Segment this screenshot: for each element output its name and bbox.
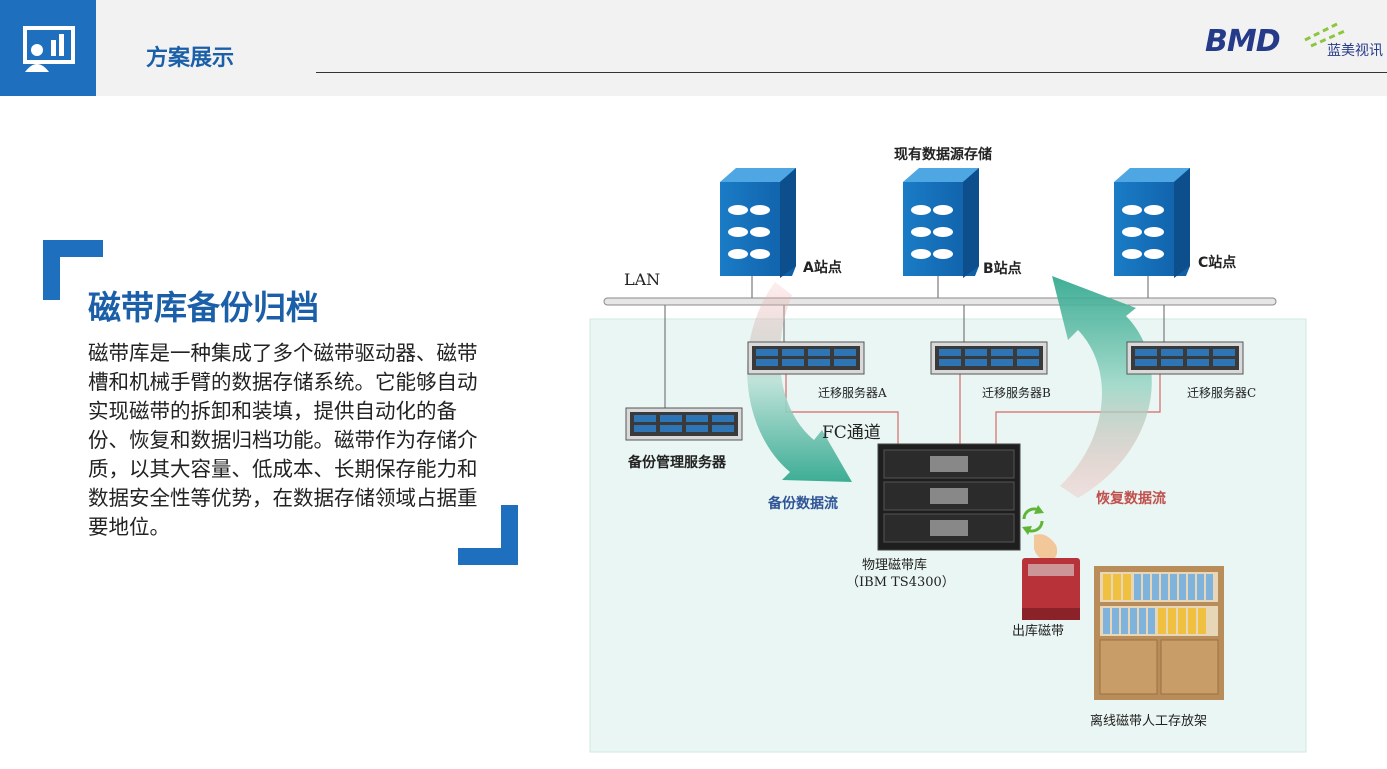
source-storage-title: 现有数据源存储 (894, 147, 992, 163)
backup-management-server (625, 407, 743, 441)
tape-library-name: 物理磁带库 (862, 558, 928, 573)
storage-tower-b (903, 168, 979, 278)
storage-tower-a (720, 168, 796, 278)
fc-channel-label: FC通道 (822, 423, 881, 443)
tape-library (877, 443, 1021, 551)
diagram-canvas (589, 168, 1307, 753)
tape-exchange-icon (1022, 505, 1058, 561)
restore-flow-label: 恢复数据流 (1096, 491, 1166, 507)
logo-mark: BMD (1205, 24, 1281, 59)
bracket-bottom-right (458, 505, 518, 565)
section-body: 磁带库是一种集成了多个磁带驱动器、磁带槽和机械手臂的数据存储系统。它能够自动实现… (88, 341, 478, 539)
tape-backup-diagram: 现有数据源存储 LAN A站点 B站点 C站点 迁移服务器A 迁移服务器B 迁移… (560, 130, 1320, 760)
page-title: 方案展示 (146, 46, 235, 71)
migration-server-b (930, 341, 1048, 375)
migration-server-a-label: 迁移服务器A (818, 386, 887, 400)
logo-subtitle: 蓝美视讯 (1327, 43, 1383, 59)
migration-server-b-label: 迁移服务器B (982, 386, 1051, 400)
brand-logo: BMD 蓝美视讯 (1205, 18, 1387, 66)
outbound-tape-cartridge (1022, 558, 1080, 620)
backup-flow-label: 备份数据流 (768, 496, 838, 512)
header-divider (316, 72, 1387, 73)
outbound-tape-label: 出库磁带 (1012, 624, 1065, 639)
migration-server-c-label: 迁移服务器C (1187, 386, 1257, 400)
site-a-label: A站点 (803, 260, 842, 276)
backup-flow-arrow (747, 282, 852, 482)
migration-server-a (747, 341, 865, 375)
lan-bus (603, 297, 1277, 306)
presentation-icon (0, 0, 96, 96)
header-band (0, 0, 1387, 96)
lan-label: LAN (624, 270, 661, 289)
storage-tower-c (1114, 168, 1190, 278)
tape-library-model: （IBM TS4300） (846, 575, 955, 590)
site-b-label: B站点 (983, 261, 1022, 277)
offline-shelf-label: 离线磁带人工存放架 (1090, 714, 1208, 729)
site-c-label: C站点 (1198, 255, 1237, 271)
migration-server-c (1126, 341, 1244, 375)
tower-lan-links (751, 276, 1149, 298)
offline-tape-shelf (1094, 566, 1224, 700)
restore-flow-arrow (1052, 276, 1152, 498)
bracket-top-left (43, 240, 103, 300)
fc-channel-links (785, 374, 1161, 444)
section-title: 磁带库备份归档 (88, 288, 319, 327)
logo-swoosh-icon (1304, 22, 1348, 48)
backup-mgmt-server-label: 备份管理服务器 (628, 455, 726, 471)
